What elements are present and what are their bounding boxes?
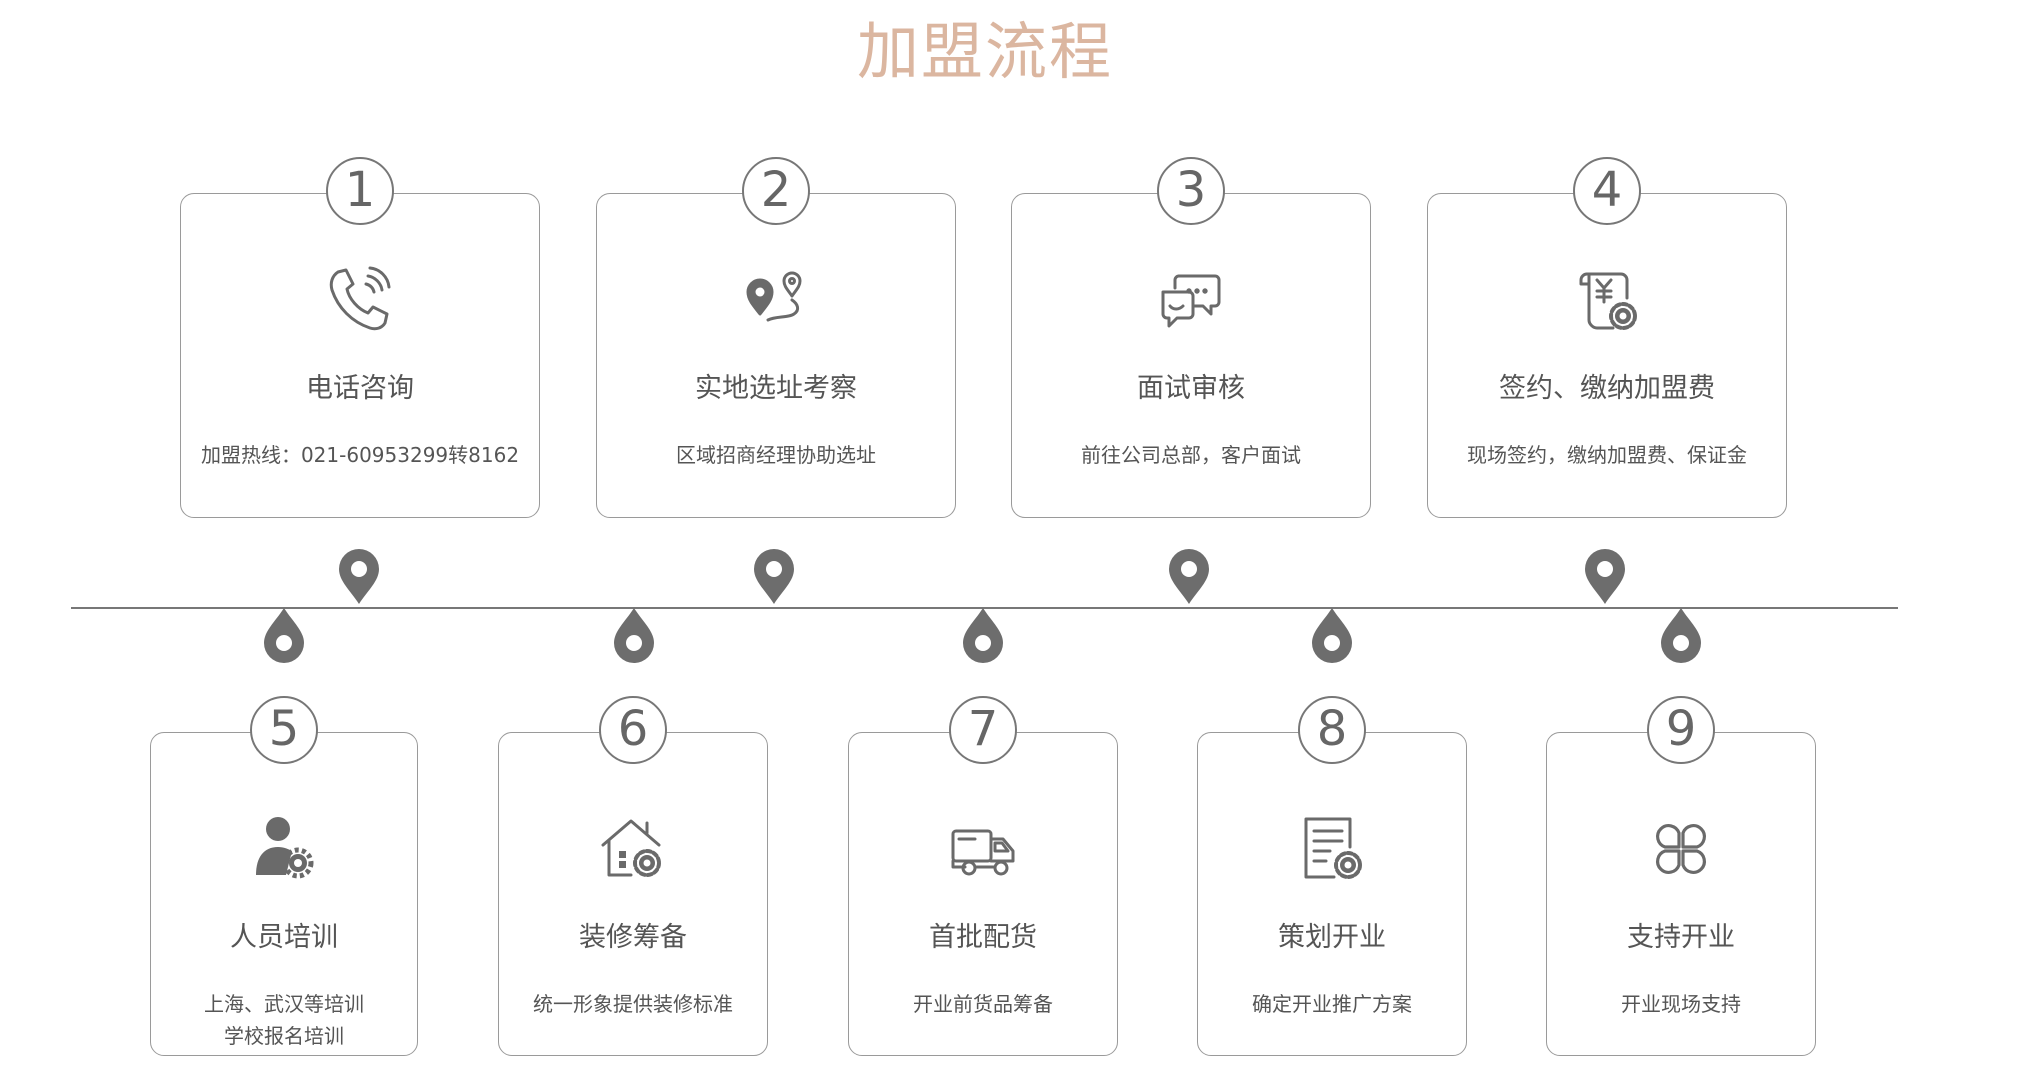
house-gear-icon [595,811,671,887]
map-pin-icon [1582,548,1628,606]
step-description: 区域招商经理协助选址 [676,443,876,467]
location-route-icon [738,262,814,338]
phone-call-icon [322,262,398,338]
step-description: 开业现场支持 [1621,992,1741,1016]
step-number: 7 [949,696,1017,764]
step-number: 5 [250,696,318,764]
step-title: 人员培训 [230,922,338,953]
step-number: 8 [1298,696,1366,764]
step-title: 首批配货 [929,922,1037,953]
step-description: 前往公司总部，客户面试 [1081,443,1301,467]
delivery-truck-icon [945,811,1021,887]
step-description: 开业前货品筹备 [913,992,1053,1016]
page-title: 加盟流程 [856,15,1113,88]
map-pin-icon [336,548,382,606]
step-card-8: 8 策划开业 确定开业推广方案 [1197,696,1467,1056]
step-number: 1 [326,157,394,225]
step-title: 电话咨询 [306,373,414,404]
step-number: 3 [1157,157,1225,225]
step-card-4: 4 签约、缴纳加盟费 现场签约，缴纳加盟费、保证金 [1427,157,1787,518]
drop-marker-icon [960,606,1006,664]
step-number: 2 [742,157,810,225]
step-card-3: 3 面试审核 前往公司总部，客户面试 [1011,157,1371,518]
user-gear-icon [246,811,322,887]
step-card-9: 9 支持开业 开业现场支持 [1546,696,1816,1056]
drop-marker-icon [611,606,657,664]
step-number: 9 [1647,696,1715,764]
document-gear-icon [1294,811,1370,887]
drop-marker-icon [1658,606,1704,664]
step-card-1: 1 电话咨询 加盟热线：021-60953299转8162 [180,157,540,518]
step-title: 签约、缴纳加盟费 [1499,373,1715,404]
step-title: 支持开业 [1627,922,1735,953]
step-description-line: 上海、武汉等培训 [204,992,364,1016]
step-description-line: 学校报名培训 [224,1024,344,1048]
step-description: 确定开业推广方案 [1252,992,1412,1016]
yuan-contract-gear-icon [1569,262,1645,338]
step-title: 装修筹备 [579,922,687,953]
step-title: 面试审核 [1137,373,1245,404]
step-card-2: 2 实地选址考察 区域招商经理协助选址 [596,157,956,518]
map-pin-icon [1166,548,1212,606]
clover-icon [1643,811,1719,887]
step-card-6: 6 装修筹备 统一形象提供装修标准 [498,696,768,1056]
drop-marker-icon [261,606,307,664]
step-number: 6 [599,696,667,764]
step-card-7: 7 首批配货 开业前货品筹备 [848,696,1118,1056]
map-pin-icon [751,548,797,606]
step-title: 策划开业 [1278,922,1386,953]
step-description: 上海、武汉等培训 学校报名培训 [151,988,417,1052]
timeline-line [71,607,1898,609]
step-card-5: 5 人员培训 上海、武汉等培训 学校报名培训 [150,696,418,1056]
step-description: 现场签约，缴纳加盟费、保证金 [1467,443,1747,467]
step-description: 加盟热线：021-60953299转8162 [200,443,520,467]
chat-bubbles-icon [1153,262,1229,338]
step-title: 实地选址考察 [695,373,857,404]
drop-marker-icon [1309,606,1355,664]
step-description: 统一形象提供装修标准 [533,992,733,1016]
step-number: 4 [1573,157,1641,225]
